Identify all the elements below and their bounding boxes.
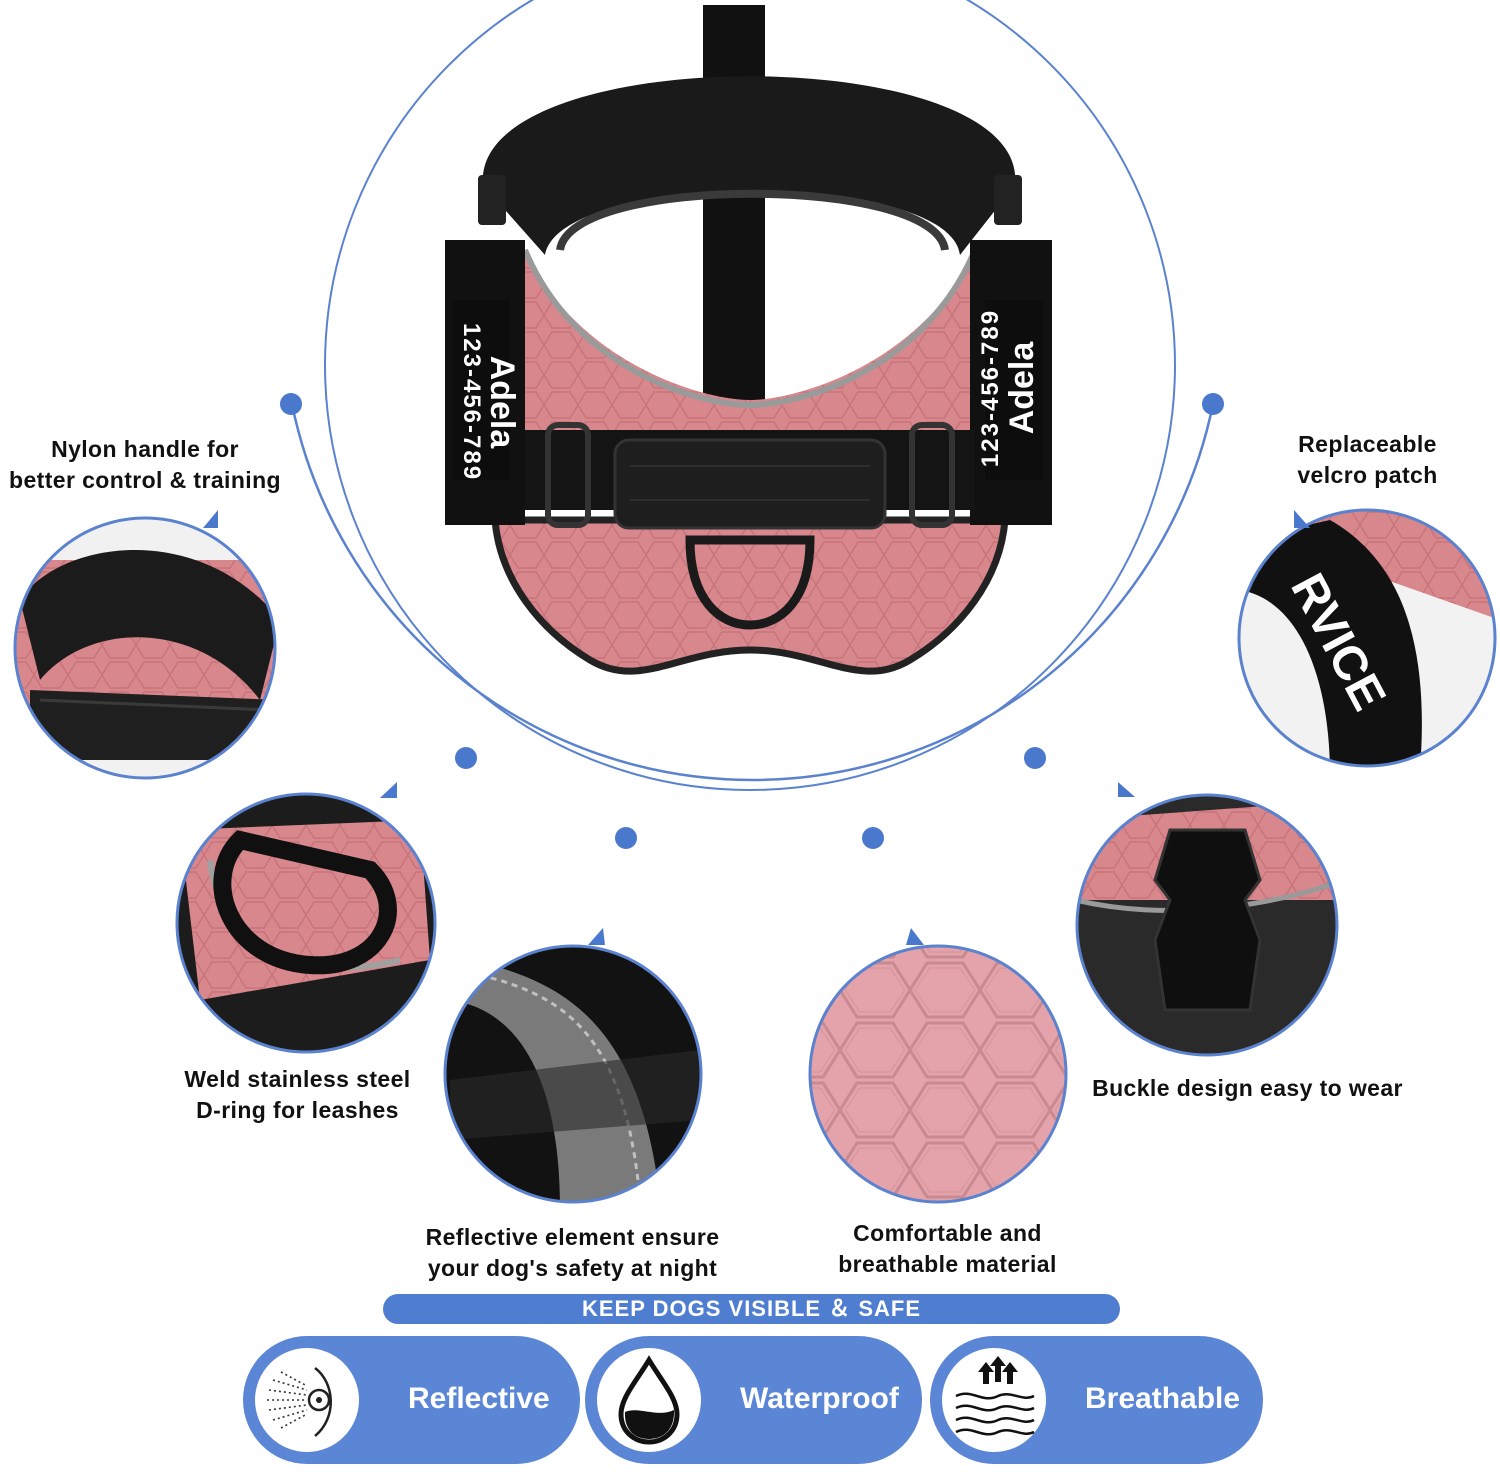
name-tag-right: 123-456-789 Adela — [977, 293, 1048, 483]
badge-breathable-label: Breathable — [1085, 1382, 1241, 1415]
badge-waterproof-label: Waterproof — [740, 1382, 899, 1415]
badge-reflective: Reflective — [243, 1336, 580, 1464]
feature-material-label: Comfortable and breathable material — [838, 1220, 1057, 1277]
inner-ring — [324, 0, 1176, 791]
water-drop-icon — [597, 1348, 701, 1452]
breathable-icon — [942, 1348, 1046, 1452]
feature-dring-label: Weld stainless steel D-ring for leashes — [184, 1066, 411, 1123]
harness-image — [445, 5, 1052, 675]
reflective-photo — [445, 946, 701, 1202]
dring-photo — [177, 794, 435, 1052]
feature-reflective-label: Reflective element ensure your dog's saf… — [425, 1224, 720, 1281]
feature-velcro-label: Replaceable velcro patch — [1297, 431, 1438, 488]
name-tag-left-name: Adela — [483, 355, 521, 449]
outer-arc — [290, 403, 1215, 782]
feature-handle-label: Nylon handle for better control & traini… — [9, 436, 281, 493]
name-tag-left: Adela 123-456-789 — [450, 307, 521, 497]
name-tag-right-phone: 123-456-789 — [977, 308, 1004, 468]
arc-dots — [280, 393, 1224, 849]
reflective-icon — [255, 1348, 359, 1452]
badge-breathable: Breathable — [930, 1336, 1263, 1464]
velcro-photo: RVICE — [1239, 510, 1495, 766]
material-photo — [810, 946, 1066, 1202]
name-tag-left-phone: 123-456-789 — [458, 322, 485, 482]
handle-photo — [15, 518, 275, 778]
badge-waterproof: Waterproof — [585, 1336, 922, 1464]
keep-visible-banner: KEEP DOGS VISIBLE ＆ SAFE — [383, 1294, 1120, 1324]
name-tag-right-name: Adela — [1003, 341, 1041, 435]
badge-reflective-label: Reflective — [408, 1382, 550, 1415]
buckle-photo — [1077, 795, 1337, 1055]
feature-buckle-label: Buckle design easy to wear — [1092, 1075, 1403, 1101]
